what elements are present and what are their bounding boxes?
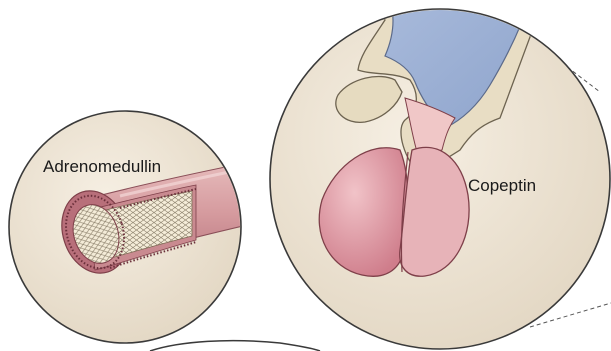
adrenomedullin-label: Adrenomedullin (43, 157, 161, 176)
adrenomedullin-panel: Adrenomedullin (9, 111, 260, 343)
copeptin-panel: Copeptin (270, 0, 610, 349)
copeptin-label: Copeptin (468, 176, 536, 195)
partial-circle-bottom (150, 341, 320, 351)
